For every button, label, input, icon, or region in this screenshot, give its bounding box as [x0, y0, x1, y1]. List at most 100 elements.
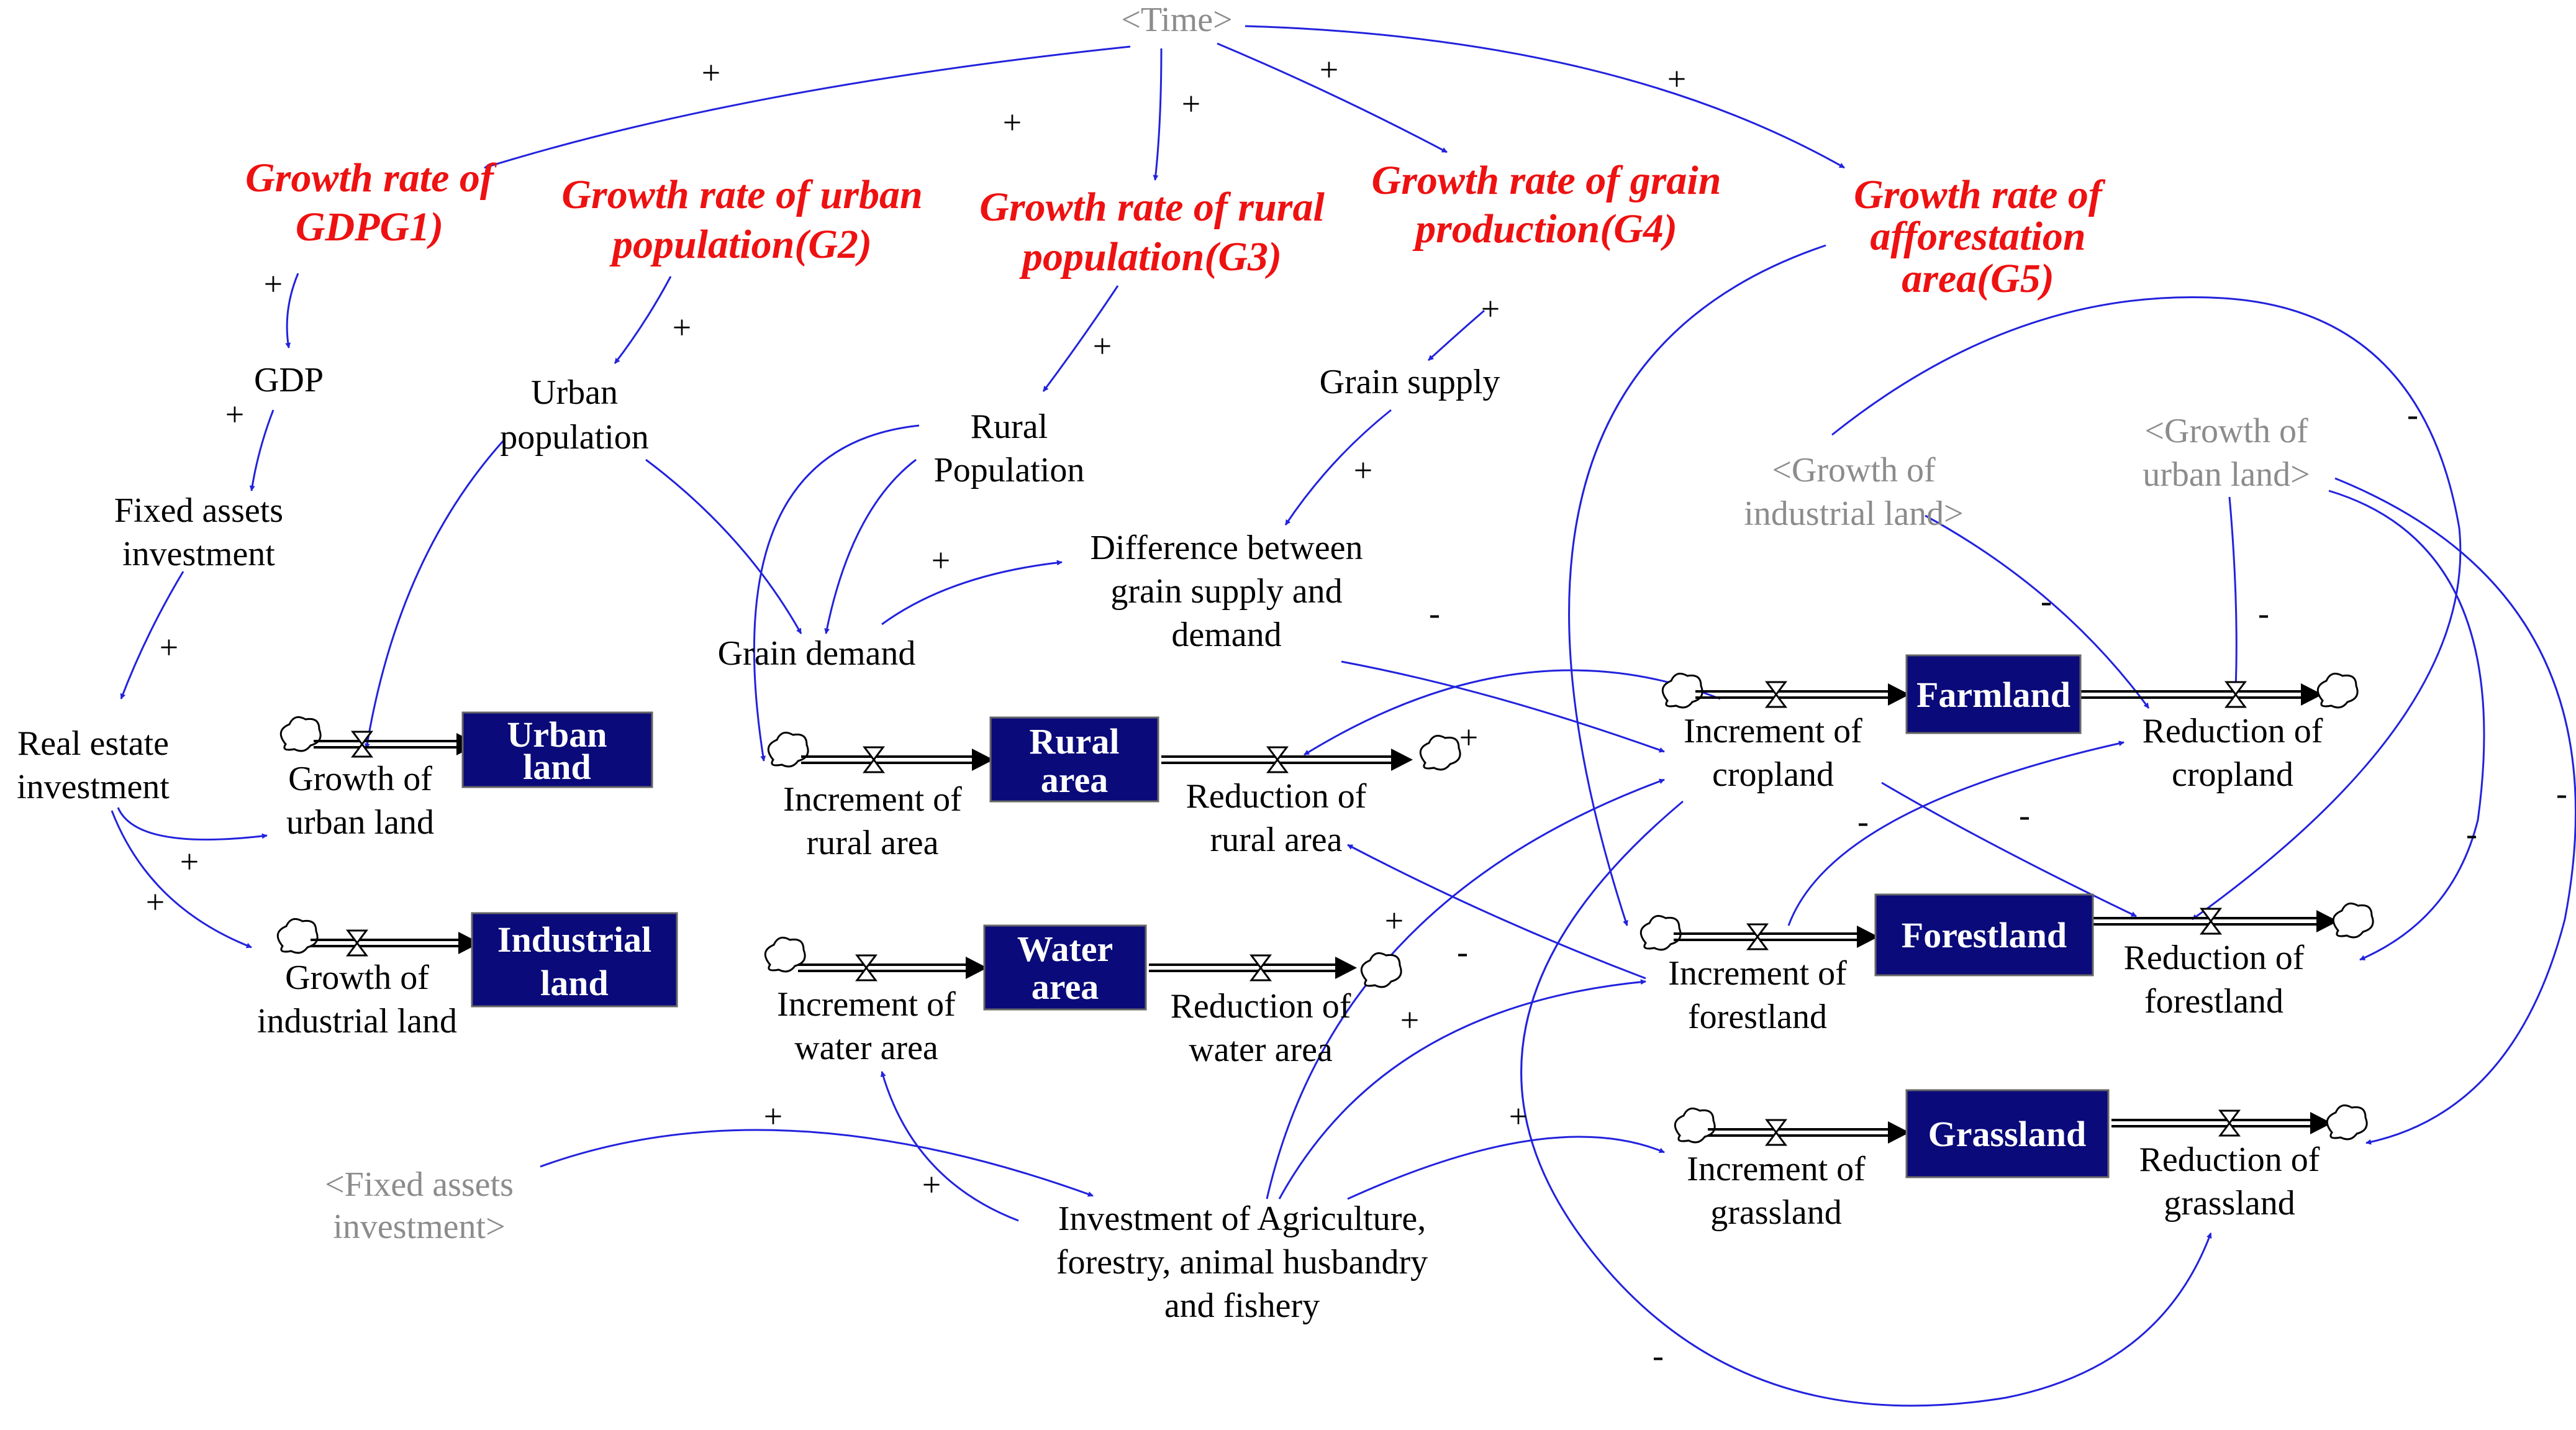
- polarity-minus: -: [1429, 594, 1440, 632]
- flow-rg-line1: Reduction of: [2139, 1141, 2320, 1179]
- var-invest-agri-line1: Investment of Agriculture,: [1058, 1200, 1426, 1238]
- var-difference-line3: demand: [1171, 616, 1281, 654]
- flow-reduction-forestland: Reduction of forestland: [2124, 939, 2305, 1021]
- var-urban-pop-line1: Urban: [531, 373, 618, 412]
- polarity-minus: -: [2556, 775, 2567, 812]
- g3-line1: Growth rate of rural: [979, 184, 1325, 230]
- polarity-plus: +: [764, 1098, 782, 1135]
- var-fixed-assets-line2: investment: [122, 535, 275, 573]
- stock-grassland-label: Grassland: [1928, 1114, 2087, 1154]
- shadow-gil-line2: industrial land>: [1744, 494, 1964, 533]
- stock-urban-land: Urban land: [461, 711, 653, 788]
- var-rural-population: Rural Population: [934, 408, 1085, 490]
- growth-rate-rural-population: Growth rate of rural population(G3): [979, 184, 1325, 280]
- flow-increment-cropland: Increment of cropland: [1684, 712, 1862, 794]
- stock-farmland: Farmland: [1905, 654, 2082, 734]
- pipe-increment-forestland: [1639, 914, 1879, 951]
- stock-industrial-land: Industrial land: [471, 912, 678, 1008]
- flow-rf-line1: Reduction of: [2124, 939, 2305, 977]
- flow-reduction-grassland: Reduction of grassland: [2139, 1141, 2320, 1223]
- flow-ig-line2: grassland: [1710, 1193, 1842, 1232]
- growth-rate-gdp: Growth rate of GDPG1): [245, 155, 497, 250]
- pipe-reduction-water: [1149, 952, 1402, 988]
- polarity-minus: -: [1653, 1337, 1664, 1374]
- flow-gul-line1: Growth of: [288, 760, 432, 798]
- flow-increment-forestland: Increment of forestland: [1668, 954, 1847, 1036]
- polarity-plus: +: [225, 396, 244, 433]
- shadow-growth-urban-land: <Growth of urban land>: [2143, 412, 2310, 494]
- pipe-reduction-grassland: [2111, 1104, 2368, 1141]
- flow-iw-line2: water area: [794, 1029, 938, 1067]
- growth-rate-grain-production: Growth rate of grain production(G4): [1372, 158, 1721, 252]
- polarity-minus: -: [2019, 796, 2030, 834]
- flow-pipes: [276, 672, 2374, 1146]
- shadow-gul-line2: urban land>: [2143, 455, 2310, 494]
- stock-forestland: Forestland: [1874, 893, 2094, 977]
- flow-ir-line2: rural area: [807, 824, 939, 862]
- stock-forestland-label: Forestland: [1902, 915, 2067, 955]
- g1-line1: Growth rate of: [245, 155, 497, 201]
- flow-reduction-water-area: Reduction of water area: [1171, 987, 1351, 1069]
- polarity-plus: +: [702, 54, 720, 91]
- flow-ic-line2: cropland: [1712, 755, 1834, 794]
- var-fixed-assets-investment: Fixed assets investment: [114, 491, 283, 573]
- polarity-plus: +: [1320, 51, 1338, 88]
- stock-water-area: Water area: [983, 924, 1147, 1011]
- var-gdp: GDP: [254, 361, 324, 399]
- shadow-gul-line1: <Growth of: [2144, 412, 2308, 450]
- polarity-plus: +: [932, 542, 950, 579]
- flow-gul-line2: urban land: [286, 803, 434, 842]
- var-grain-difference: Difference between grain supply and dema…: [1091, 529, 1363, 654]
- g4-line1: Growth rate of grain: [1372, 158, 1721, 203]
- shadow-fixed-assets-investment: <Fixed assets investment>: [325, 1165, 514, 1246]
- polarity-plus: +: [180, 843, 199, 880]
- polarity-plus: +: [146, 883, 165, 921]
- stock-rural-area-line2: area: [1041, 760, 1108, 800]
- polarity-minus: -: [2041, 582, 2052, 619]
- polarity-minus: -: [2407, 396, 2418, 433]
- polarity-plus: +: [1093, 327, 1112, 365]
- flow-increment-rural-area: Increment of rural area: [783, 780, 962, 862]
- flow-if-line2: forestland: [1688, 998, 1827, 1036]
- polarity-plus: +: [1459, 719, 1478, 756]
- var-difference-line1: Difference between: [1091, 529, 1363, 567]
- stock-water-area-line1: Water: [1017, 929, 1113, 969]
- pipe-increment-cropland: [1661, 672, 1910, 709]
- g4-line2: production(G4): [1412, 206, 1677, 252]
- flow-rg-line2: grassland: [2164, 1184, 2295, 1223]
- pipe-reduction-rural: [1161, 734, 1461, 773]
- stock-water-area-line2: area: [1032, 967, 1099, 1007]
- polarity-plus: +: [1400, 1001, 1419, 1039]
- growth-rate-urban-population: Growth rate of urban population(G2): [561, 172, 922, 267]
- polarity-signs: + + + + + + + + + + + + + + + + + + + + …: [146, 51, 2567, 1374]
- polarity-minus: -: [1457, 933, 1468, 970]
- var-fixed-assets-line1: Fixed assets: [114, 491, 283, 530]
- g3-line2: population(G3): [1019, 234, 1282, 280]
- stock-grassland: Grassland: [1905, 1089, 2110, 1178]
- polarity-plus: +: [1667, 60, 1686, 98]
- flow-gil-line2: industrial land: [257, 1002, 457, 1041]
- g2-line1: Growth rate of urban: [561, 172, 922, 217]
- var-urban-pop-line2: population: [500, 418, 649, 457]
- polarity-minus: -: [2466, 815, 2477, 852]
- causal-links: [111, 25, 2576, 1407]
- polarity-plus: +: [1509, 1098, 1528, 1135]
- polarity-plus: +: [1182, 85, 1200, 122]
- flow-reduction-rural-area: Reduction of rural area: [1186, 777, 1367, 859]
- var-real-estate-investment: Real estate investment: [17, 724, 170, 806]
- flow-gil-line1: Growth of: [285, 959, 429, 997]
- time-shadow-variable: <Time>: [1121, 1, 1232, 39]
- stock-urban-land-line1: Urban: [507, 714, 607, 755]
- var-urban-population: Urban population: [500, 373, 649, 457]
- flow-rc-line2: cropland: [2172, 755, 2293, 794]
- flow-rc-line1: Reduction of: [2143, 712, 2323, 750]
- stock-rural-area-line1: Rural: [1030, 721, 1120, 762]
- flow-increment-grassland: Increment of grassland: [1687, 1150, 1866, 1232]
- var-investment-agriculture: Investment of Agriculture, forestry, ani…: [1056, 1200, 1428, 1325]
- pipe-growth-industrial-land: [276, 918, 480, 957]
- flow-ic-line1: Increment of: [1684, 712, 1862, 750]
- stock-urban-land-line2: land: [523, 747, 591, 787]
- shadow-fai-line2: investment>: [333, 1208, 505, 1246]
- polarity-plus: +: [1385, 902, 1404, 939]
- g2-line2: population(G2): [609, 222, 872, 267]
